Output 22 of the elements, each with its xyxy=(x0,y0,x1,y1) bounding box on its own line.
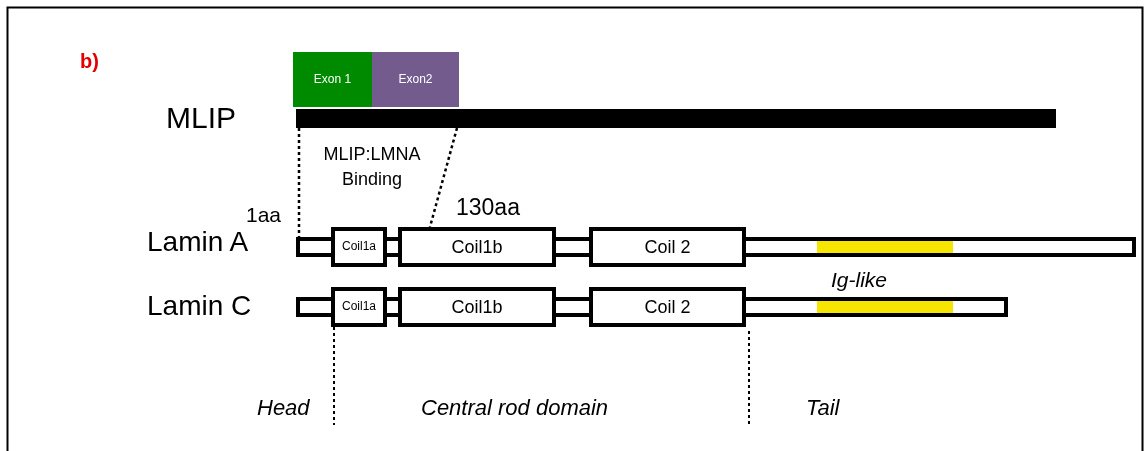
domain-box: Coil1b xyxy=(398,227,556,267)
region-label: Central rod domain xyxy=(421,395,609,421)
domain-box: Coil1a xyxy=(331,287,387,327)
domain-box: Coil 2 xyxy=(589,227,746,267)
position-label: 130aa xyxy=(456,194,520,221)
domain-label: Ig-like xyxy=(831,268,888,292)
region-label: Head xyxy=(257,395,310,421)
protein-bar xyxy=(296,109,1056,128)
domain-box: Coil1a xyxy=(331,227,387,267)
leader-line xyxy=(297,128,301,237)
region-label: Tail xyxy=(806,395,840,421)
exon-box: Exon2 xyxy=(372,52,459,107)
position-label: 1aa xyxy=(246,203,282,227)
protein-name: Lamin C xyxy=(147,290,252,322)
protein-name: Lamin A xyxy=(147,226,249,258)
domain-box: Coil1b xyxy=(398,287,556,327)
panel-label: b) xyxy=(80,50,99,73)
binding-label: MLIP:LMNA Binding xyxy=(322,143,422,192)
protein-name: MLIP xyxy=(166,101,237,135)
leader-line xyxy=(428,127,459,228)
exon-box: Exon 1 xyxy=(293,52,372,107)
domain-box: Coil 2 xyxy=(589,287,746,327)
